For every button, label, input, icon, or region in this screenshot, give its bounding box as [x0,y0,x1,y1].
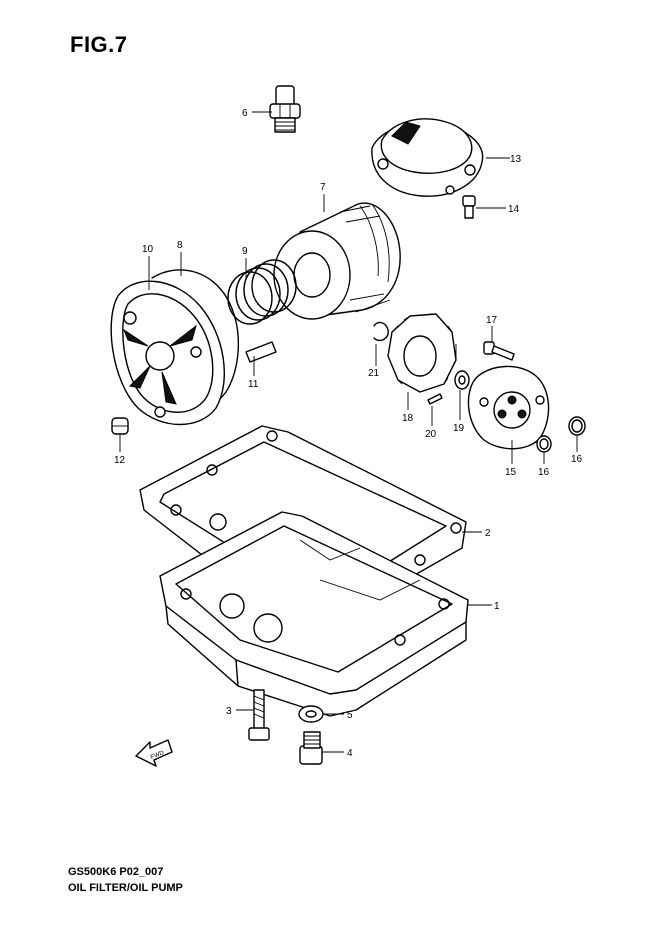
callout-2: 2 [485,528,491,539]
part-21-circlip [373,321,389,342]
part-12-nut [111,417,129,435]
callout-labels: 6 13 14 7 8 10 9 11 12 17 21 18 20 19 15… [114,108,583,759]
part-9-spring [227,259,297,325]
part-4-drain-plug [299,731,323,765]
callout-15: 15 [505,467,517,478]
part-5-washer [298,705,324,723]
part-13-filter-cap [371,118,484,197]
part-19-washer [454,370,470,390]
part-10-filter-cover [110,280,226,426]
callout-1: 1 [494,601,500,612]
part-7-oil-filter [273,202,401,320]
callout-10: 10 [142,244,154,255]
callout-19: 19 [453,423,465,434]
part-16-o-ring-a [536,435,552,453]
callout-9: 9 [242,246,248,257]
model-code: GS500K6 P02_007 [68,866,164,878]
callout-5: 5 [347,710,353,721]
forward-label: FWD [150,750,166,761]
callout-12: 12 [114,455,126,466]
callout-8: 8 [177,240,183,251]
callout-11: 11 [248,379,259,390]
part-16-o-ring-b [568,416,586,436]
callout-21: 21 [368,368,380,379]
part-20-pin [427,393,443,405]
part-1-oil-pan [159,511,469,717]
part-11-stud [245,341,277,363]
figure-title: FIG.7 [70,32,128,57]
part-17-bolt [483,341,515,361]
callout-4: 4 [347,748,353,759]
part-3-bolt [248,689,270,741]
callout-13: 13 [510,154,522,165]
callout-6: 6 [242,108,248,119]
callout-17: 17 [486,315,498,326]
part-18-pump-gear [387,313,457,393]
callout-16-a: 16 [538,467,550,478]
callout-16-b: 16 [571,454,583,465]
callout-18: 18 [402,413,414,424]
part-15-oil-pump [467,365,550,450]
leader-lines [119,111,578,753]
part-14-bolt [462,195,476,219]
figure-caption: OIL FILTER/OIL PUMP [68,882,183,894]
part-6-pressure-switch [269,85,301,133]
callout-3: 3 [226,706,232,717]
callout-7: 7 [320,182,326,193]
callout-14: 14 [508,204,520,215]
callout-20: 20 [425,429,437,440]
forward-direction-marker: FWD [135,739,173,767]
